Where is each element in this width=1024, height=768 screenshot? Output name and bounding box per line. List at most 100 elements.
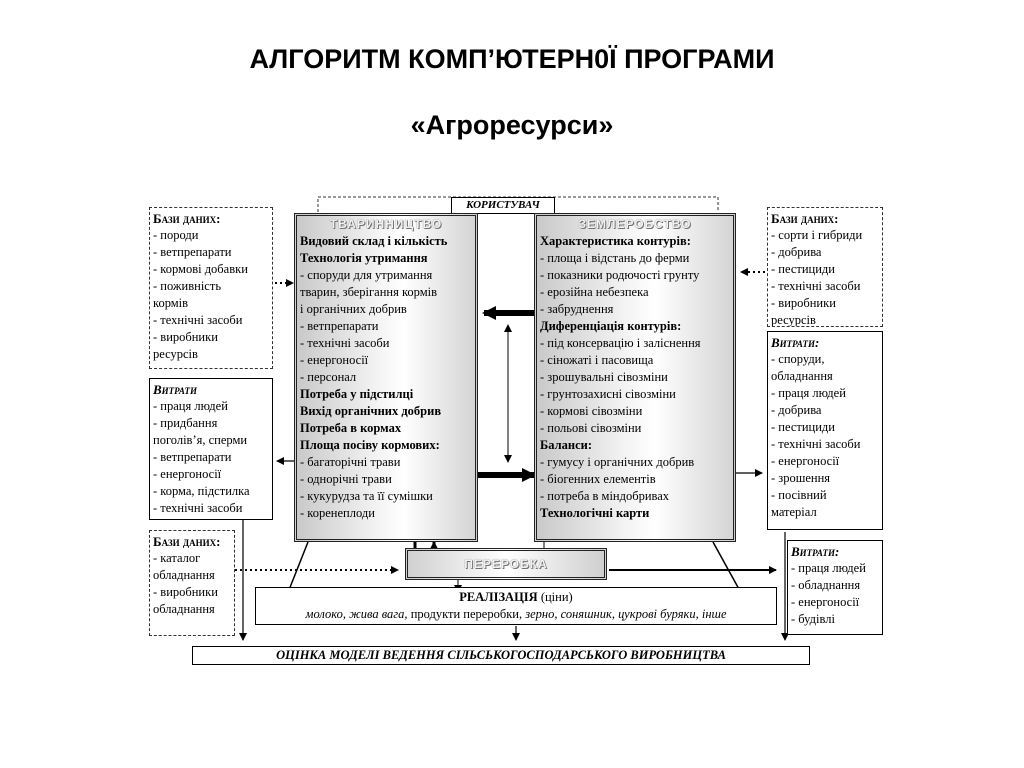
products-livestock: молоко, жива вага, xyxy=(305,607,408,621)
list-item: обладнання xyxy=(771,369,833,383)
crop-panel: ЗЕМЛЕРОБСТВО Характеристика контурів: - … xyxy=(534,213,736,542)
panel-line: - однорічні трави xyxy=(300,472,392,486)
left-costs-box: Витрати - праця людей - придбання поголі… xyxy=(149,378,273,520)
panel-line: Технологія утримання xyxy=(300,251,428,265)
panel-line: Баланси: xyxy=(540,438,593,452)
crop-panel-header: ЗЕМЛЕРОБСТВО xyxy=(578,217,692,231)
list-item: - енергоносії xyxy=(153,467,222,481)
list-item: - технічні засоби xyxy=(771,437,861,451)
realization-title-line: РЕАЛІЗАЦІЯ (ціни) xyxy=(256,589,776,606)
right-costs-box-1: Витрати: - споруди, обладнання - праця л… xyxy=(767,331,883,530)
panel-line: тварин, зберігання кормів xyxy=(300,285,437,299)
panel-line: - зрошувальні сівозміни xyxy=(540,370,668,384)
products-processed: продукти переробки, xyxy=(410,607,523,621)
panel-line: Вихід органічних добрив xyxy=(300,404,442,418)
list-item: - корма, підстилка xyxy=(153,484,250,498)
list-item: - праця людей xyxy=(771,386,846,400)
list-item: - виробники xyxy=(771,296,836,310)
list-item: - каталог xyxy=(153,551,201,565)
list-item: - ветпрепарати xyxy=(153,245,232,259)
panel-line: - персонал xyxy=(300,370,357,384)
list-item: - споруди, xyxy=(771,352,825,366)
realization-title: РЕАЛІЗАЦІЯ xyxy=(459,590,538,604)
processing-box: ПЕРЕРОБКА xyxy=(405,548,607,580)
realization-prices: (ціни) xyxy=(540,590,573,604)
left-database-box-2: Бази даних: - каталог обладнання - вироб… xyxy=(149,530,235,636)
right-database-box: Бази даних: - сорти і гибриди - добрива … xyxy=(767,207,883,327)
list-item: ресурсів xyxy=(771,313,816,327)
evaluation-box: ОЦІНКА МОДЕЛІ ВЕДЕННЯ СІЛЬСЬКОГОСПОДАРСЬ… xyxy=(192,646,810,665)
list-item: - добрива xyxy=(771,403,822,417)
livestock-panel-header: ТВАРИННИЦТВО xyxy=(329,217,443,231)
list-item: - пестициди xyxy=(771,420,835,434)
list-item: - пестициди xyxy=(771,262,835,276)
panel-line: - потреба в міндобривах xyxy=(540,489,670,503)
panel-line: - біогенних елементів xyxy=(540,472,656,486)
left-database-box-1: Бази даних: - породи - ветпрепарати - ко… xyxy=(149,207,273,369)
user-label: КОРИСТУВАЧ xyxy=(451,197,555,214)
panel-line: - грунтозахисні сівозміни xyxy=(540,387,676,401)
list-item: - зрошення xyxy=(771,471,831,485)
list-item: - кормові добавки xyxy=(153,262,248,276)
list-item: - технічні засоби xyxy=(771,279,861,293)
list-item: - породи xyxy=(153,228,199,242)
list-item: - посівний xyxy=(771,488,827,502)
right-costs-box-2: Витрати: - праця людей - обладнання - ен… xyxy=(787,540,883,635)
panel-line: - кормові сівозміни xyxy=(540,404,643,418)
list-item: - ветпрепарати xyxy=(153,450,232,464)
list-item: - добрива xyxy=(771,245,822,259)
panel-line: - сіножаті і пасовища xyxy=(540,353,654,367)
list-item: - технічні засоби xyxy=(153,501,243,515)
panel-line: - площа і відстань до ферми xyxy=(540,251,690,265)
box-heading: Бази даних: xyxy=(153,534,221,549)
panel-line: - енергоносії xyxy=(300,353,369,367)
panel-line: - гумусу і органічних добрив xyxy=(540,455,695,469)
realization-box: РЕАЛІЗАЦІЯ (ціни) молоко, жива вага, про… xyxy=(255,587,777,625)
page-title: АЛГОРИТМ КОМП’ЮТЕРН0Ї ПРОГРАМИ xyxy=(249,44,775,74)
panel-line: - споруди для утримання xyxy=(300,268,433,282)
list-item: - придбання xyxy=(153,416,218,430)
panel-line: Потреба у підстилці xyxy=(300,387,414,401)
box-heading: Бази даних: xyxy=(153,211,221,226)
panel-line: Видовий склад і кількість xyxy=(300,234,448,248)
panel-line: - ветпрепарати xyxy=(300,319,379,333)
list-item: - поживність xyxy=(153,279,222,293)
panel-line: - кукурудза та її сумішки xyxy=(300,489,433,503)
realization-products: молоко, жива вага, продукти переробки, з… xyxy=(256,606,776,623)
list-item: - виробники xyxy=(153,330,218,344)
list-item: - енергоносії xyxy=(791,595,860,609)
panel-line: Потреба в кормах xyxy=(300,421,402,435)
panel-line: - технічні засоби xyxy=(300,336,390,350)
list-item: кормів xyxy=(153,296,189,310)
box-heading: Бази даних: xyxy=(771,211,839,226)
list-item: - виробники xyxy=(153,585,218,599)
panel-line: - ерозійна небезпека xyxy=(540,285,649,299)
box-heading: Витрати: xyxy=(791,544,840,559)
panel-line: - польові сівозміни xyxy=(540,421,642,435)
list-item: - будівлі xyxy=(791,612,835,626)
products-crop: зерно, соняшник, цукрові буряки, інше xyxy=(525,607,727,621)
list-item: - праця людей xyxy=(153,399,228,413)
list-item: обладнання xyxy=(153,602,215,616)
panel-line: і органічних добрив xyxy=(300,302,407,316)
list-item: - сорти і гибриди xyxy=(771,228,863,242)
panel-line: Площа посіву кормових: xyxy=(300,438,440,452)
list-item: - обладнання xyxy=(791,578,861,592)
box-heading: Витрати: xyxy=(771,335,820,350)
list-item: - праця людей xyxy=(791,561,866,575)
list-item: обладнання xyxy=(153,568,215,582)
livestock-panel: ТВАРИННИЦТВО Видовий склад і кількість Т… xyxy=(294,213,478,542)
panel-line: - багаторічні трави xyxy=(300,455,401,469)
panel-line: - під консервацію і заліснення xyxy=(540,336,701,350)
panel-line: - показники родючості грунту xyxy=(540,268,700,282)
panel-line: Диференціація контурів: xyxy=(540,319,682,333)
list-item: - енергоносії xyxy=(771,454,840,468)
panel-line: Технологічні карти xyxy=(540,506,650,520)
panel-line: - коренеплоди xyxy=(300,506,375,520)
panel-line: Характеристика контурів: xyxy=(540,234,691,248)
list-item: - технічні засоби xyxy=(153,313,243,327)
list-item: матеріал xyxy=(771,505,817,519)
page-subtitle: «Агроресурси» xyxy=(410,110,614,140)
list-item: поголів’я, сперми xyxy=(153,433,248,447)
